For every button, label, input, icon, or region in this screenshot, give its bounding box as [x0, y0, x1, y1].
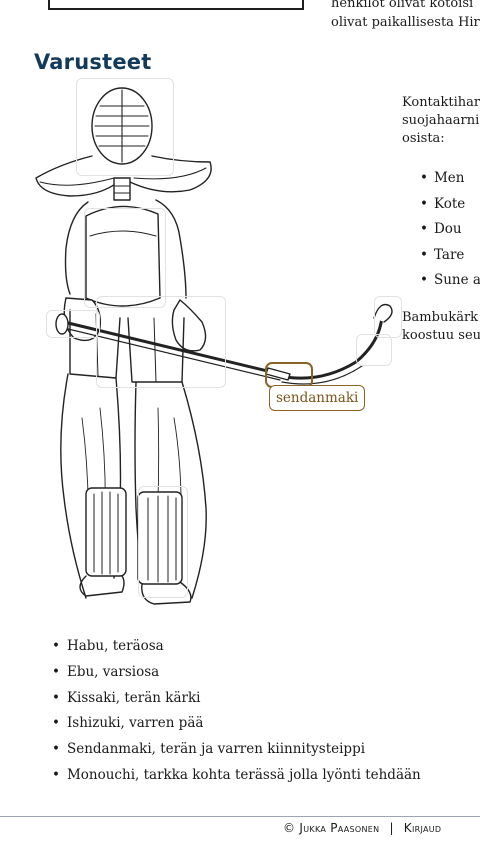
list-item: Dou — [420, 217, 480, 243]
hotspot-kissaki[interactable] — [374, 296, 402, 338]
intro-line-1: henkilöt olivat kotoisi — [331, 0, 480, 13]
list-item: Monouchi, tarkka kohta terässä jolla lyö… — [52, 763, 421, 789]
right-paragraph: Kontaktihar suojahaarni osista: — [402, 94, 480, 148]
list-item: Tare — [420, 243, 480, 269]
footer-link[interactable]: Kirjaud — [404, 821, 442, 835]
list-item: Men — [420, 166, 480, 192]
list-item: Ishizuki, varren pää — [52, 711, 421, 737]
footer-separator: | — [389, 821, 393, 835]
hotspot-men[interactable] — [76, 78, 174, 176]
list-item: Sune a — [420, 268, 480, 294]
footer-copyright: © Jukka Paasonen — [283, 821, 379, 835]
shinai-line-2: koostuu seu — [402, 327, 480, 345]
footer: © Jukka Paasonen | Kirjaud — [283, 821, 441, 835]
list-item: Ebu, varsiosa — [52, 660, 421, 686]
intro-text: henkilöt olivat kotoisi olivat paikallis… — [331, 0, 480, 32]
hotspot-sune[interactable] — [138, 486, 188, 598]
armor-list: Men Kote Dou Tare Sune a — [420, 166, 480, 294]
hotspot-tare[interactable] — [96, 296, 226, 388]
shinai-paragraph: Bambukärk koostuu seu — [402, 309, 480, 345]
hotspot-dou[interactable] — [84, 208, 166, 308]
list-item: Habu, teräosa — [52, 634, 421, 660]
shinai-parts-list: Habu, teräosa Ebu, varsiosa Kissaki, ter… — [52, 634, 421, 789]
right-line-3: osista: — [402, 130, 480, 148]
section-heading: Varusteet — [34, 50, 151, 74]
list-item: Kote — [420, 192, 480, 218]
shinai-line-1: Bambukärk — [402, 309, 480, 327]
sendanmaki-label: sendanmaki — [269, 385, 365, 411]
callout-box — [48, 0, 304, 10]
right-line-2: suojahaarni — [402, 112, 480, 130]
hotspot-kote-left[interactable] — [46, 310, 100, 338]
list-item: Sendanmaki, terän ja varren kiinnitystei… — [52, 737, 421, 763]
footer-divider — [0, 816, 480, 817]
right-line-1: Kontaktihar — [402, 94, 480, 112]
hotspot-monouchi[interactable] — [356, 334, 392, 366]
kendo-figure — [30, 78, 430, 633]
list-item: Kissaki, terän kärki — [52, 686, 421, 712]
intro-line-2: olivat paikallisesta Hir — [331, 13, 480, 32]
